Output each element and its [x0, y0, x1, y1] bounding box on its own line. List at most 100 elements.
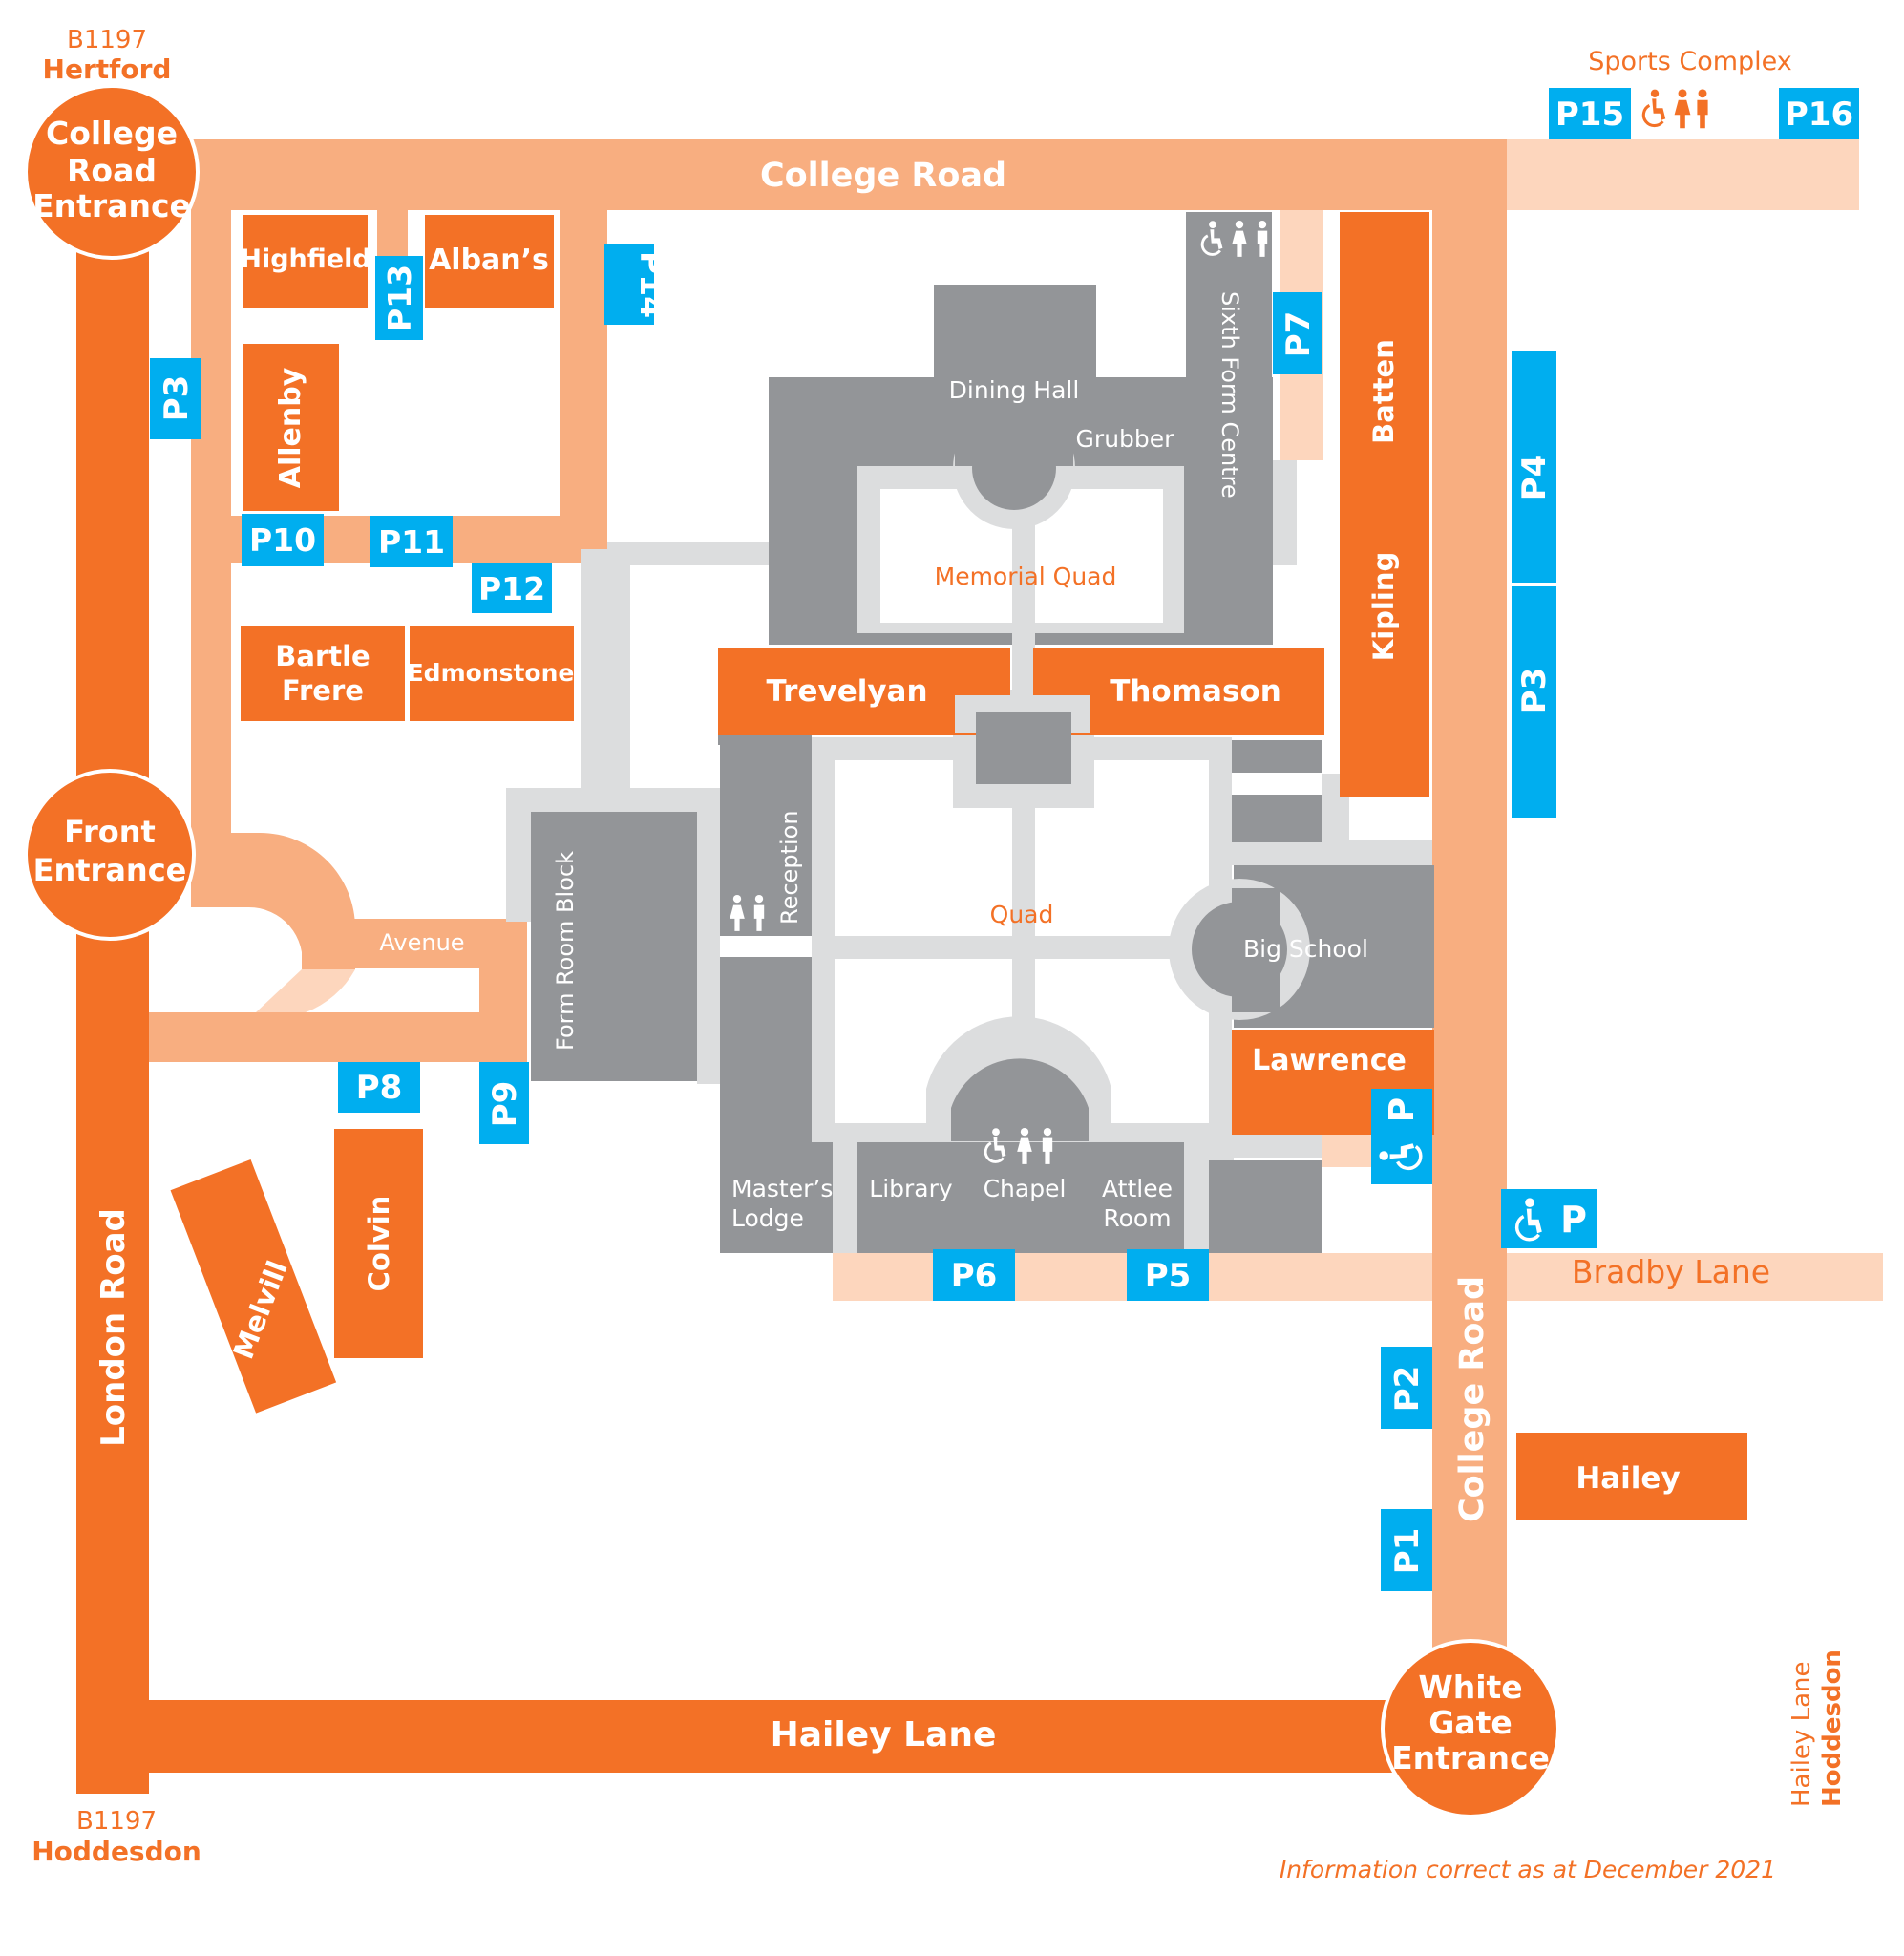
- parking-p10[interactable]: P10: [242, 514, 324, 566]
- kipling-label: Kipling: [1367, 552, 1400, 661]
- college-road-top-label: College Road: [760, 157, 1006, 195]
- bottom-left-road-ref: B1197: [76, 1807, 157, 1836]
- male-toilet-icon: [1697, 89, 1708, 129]
- parking-p16[interactable]: P16: [1779, 88, 1859, 139]
- parking-p3-left-label: P3: [158, 375, 196, 422]
- hailey-lane-road: [76, 1700, 1480, 1773]
- bottom-right-road-town: Hoddesdon: [1818, 1649, 1847, 1807]
- parking-p13[interactable]: P13: [375, 256, 423, 340]
- entrance-college-road[interactable]: College Road Entrance: [24, 84, 200, 260]
- building-labels: Dining Hall Grubber Sixth Form Centre Re…: [552, 291, 1368, 1232]
- memorial-quad-label: Memorial Quad: [935, 563, 1117, 590]
- parking-p11[interactable]: P11: [370, 516, 453, 567]
- parking-p9[interactable]: P9: [479, 1062, 529, 1144]
- parking-p14[interactable]: P14: [604, 244, 670, 325]
- entrance-white-gate-line3: Entrance: [1391, 1739, 1550, 1776]
- avenue-road-lower: [148, 1012, 527, 1062]
- avenue-label: Avenue: [379, 929, 464, 956]
- sports-complex-wc-icons: [1641, 89, 1708, 129]
- parking-p8-label: P8: [356, 1069, 403, 1107]
- college-road-right-label: College Road: [1453, 1276, 1491, 1522]
- college-road-top: [191, 139, 1507, 210]
- parking-p13-label: P13: [381, 265, 418, 331]
- disabled-parking-lawrence[interactable]: P: [1371, 1089, 1432, 1184]
- parking-p4[interactable]: P4: [1512, 351, 1556, 583]
- parking-p1[interactable]: P1: [1381, 1509, 1432, 1591]
- masters-lodge-line2: Lodge: [731, 1204, 804, 1232]
- parking-p7-label: P7: [1280, 311, 1318, 358]
- chapel-label: Chapel: [984, 1175, 1067, 1202]
- parking-p16-label: P16: [1785, 96, 1853, 134]
- entrance-college-road-line1: College: [46, 115, 178, 152]
- entrance-white-gate-line1: White: [1418, 1669, 1522, 1706]
- female-toilet-icon: [1674, 89, 1691, 129]
- library-label: Library: [869, 1175, 953, 1202]
- house-labels: Highfield Alban’s Allenby Bartle Frere E…: [227, 244, 1681, 1496]
- parking-p7[interactable]: P7: [1273, 292, 1322, 374]
- parking-p12[interactable]: P12: [472, 563, 552, 613]
- bottom-left-road-town: Hoddesdon: [32, 1836, 201, 1867]
- top-left-road-town: Hertford: [43, 53, 172, 85]
- form-room-block: [531, 812, 697, 1081]
- parking-p3-right-label: P3: [1515, 668, 1554, 714]
- albans-building: [425, 215, 554, 308]
- bottom-right-road-name: Hailey Lane: [1788, 1662, 1816, 1807]
- trevelyan-label: Trevelyan: [766, 674, 927, 709]
- disabled-parking-bradby[interactable]: P: [1501, 1189, 1597, 1248]
- grubber-label: Grubber: [1076, 425, 1175, 453]
- thomason-label: Thomason: [1110, 674, 1281, 709]
- avenue-curve-pale: [256, 969, 355, 1012]
- parking-p2[interactable]: P2: [1381, 1347, 1432, 1429]
- entrance-college-road-line2: Road: [67, 152, 157, 189]
- reception-label: Reception: [776, 810, 803, 925]
- dining-hall-label: Dining Hall: [949, 376, 1080, 404]
- entrance-front-line1: Front: [64, 814, 156, 850]
- parking-p6-label: P6: [951, 1257, 998, 1295]
- parking-p2-label: P2: [1388, 1366, 1427, 1413]
- top-left-road-ref: B1197: [67, 26, 147, 54]
- hailey-label: Hailey: [1576, 1461, 1680, 1496]
- allenby-label: Allenby: [274, 367, 307, 488]
- allenby-building: [243, 344, 339, 511]
- hailey-lane-label: Hailey Lane: [771, 1715, 997, 1754]
- bartle-frere-line1: Bartle: [275, 640, 370, 672]
- entrance-front[interactable]: Front Entrance: [24, 769, 196, 941]
- sports-complex-road: [1501, 139, 1859, 210]
- parking-p10-label: P10: [249, 521, 316, 559]
- attlee-room-line1: Attlee: [1102, 1175, 1173, 1202]
- edmonstone-label: Edmonstone: [408, 659, 575, 687]
- houses-layer: [170, 212, 1747, 1520]
- london-road-label: London Road: [95, 1208, 133, 1447]
- roads-layer: [76, 139, 1883, 1794]
- entrance-white-gate[interactable]: White Gate Entrance: [1381, 1639, 1560, 1818]
- albans-label: Alban’s: [429, 244, 549, 277]
- highfield-building: [243, 215, 368, 308]
- colvin-building: [334, 1129, 423, 1358]
- melvill-building: [170, 1159, 337, 1414]
- parking-p6[interactable]: P6: [933, 1249, 1015, 1301]
- chapel-block: [857, 1141, 1203, 1253]
- parking-p5-label: P5: [1145, 1257, 1192, 1295]
- sixth-form-centre-label: Sixth Form Centre: [1216, 291, 1243, 499]
- parking-p3-left[interactable]: P3: [150, 358, 201, 439]
- footer-note: Information correct as at December 2021: [1280, 1856, 1776, 1883]
- right-block-a: [1232, 740, 1322, 773]
- entrance-front-line2: Entrance: [33, 852, 187, 888]
- colvin-label: Colvin: [363, 1196, 395, 1292]
- bradby-lane-label: Bradby Lane: [1572, 1253, 1770, 1290]
- parking-p15-label: P15: [1555, 96, 1624, 134]
- sports-complex-label: Sports Complex: [1588, 47, 1792, 76]
- parking-p14-label: P14: [633, 251, 670, 318]
- edmonstone-building: [410, 626, 574, 721]
- parking-p3-right[interactable]: P3: [1512, 586, 1556, 818]
- parking-p5[interactable]: P5: [1127, 1249, 1209, 1301]
- parking-p8[interactable]: P8: [338, 1062, 420, 1113]
- bartle-frere-line2: Frere: [282, 674, 364, 707]
- batten-label: Batten: [1367, 339, 1400, 444]
- inner-road-b: [560, 210, 607, 563]
- sixth-form-block: [1186, 212, 1272, 542]
- parking-p15[interactable]: P15: [1549, 88, 1631, 139]
- south-right-block: [1208, 1160, 1322, 1253]
- batten-building: [1340, 212, 1429, 797]
